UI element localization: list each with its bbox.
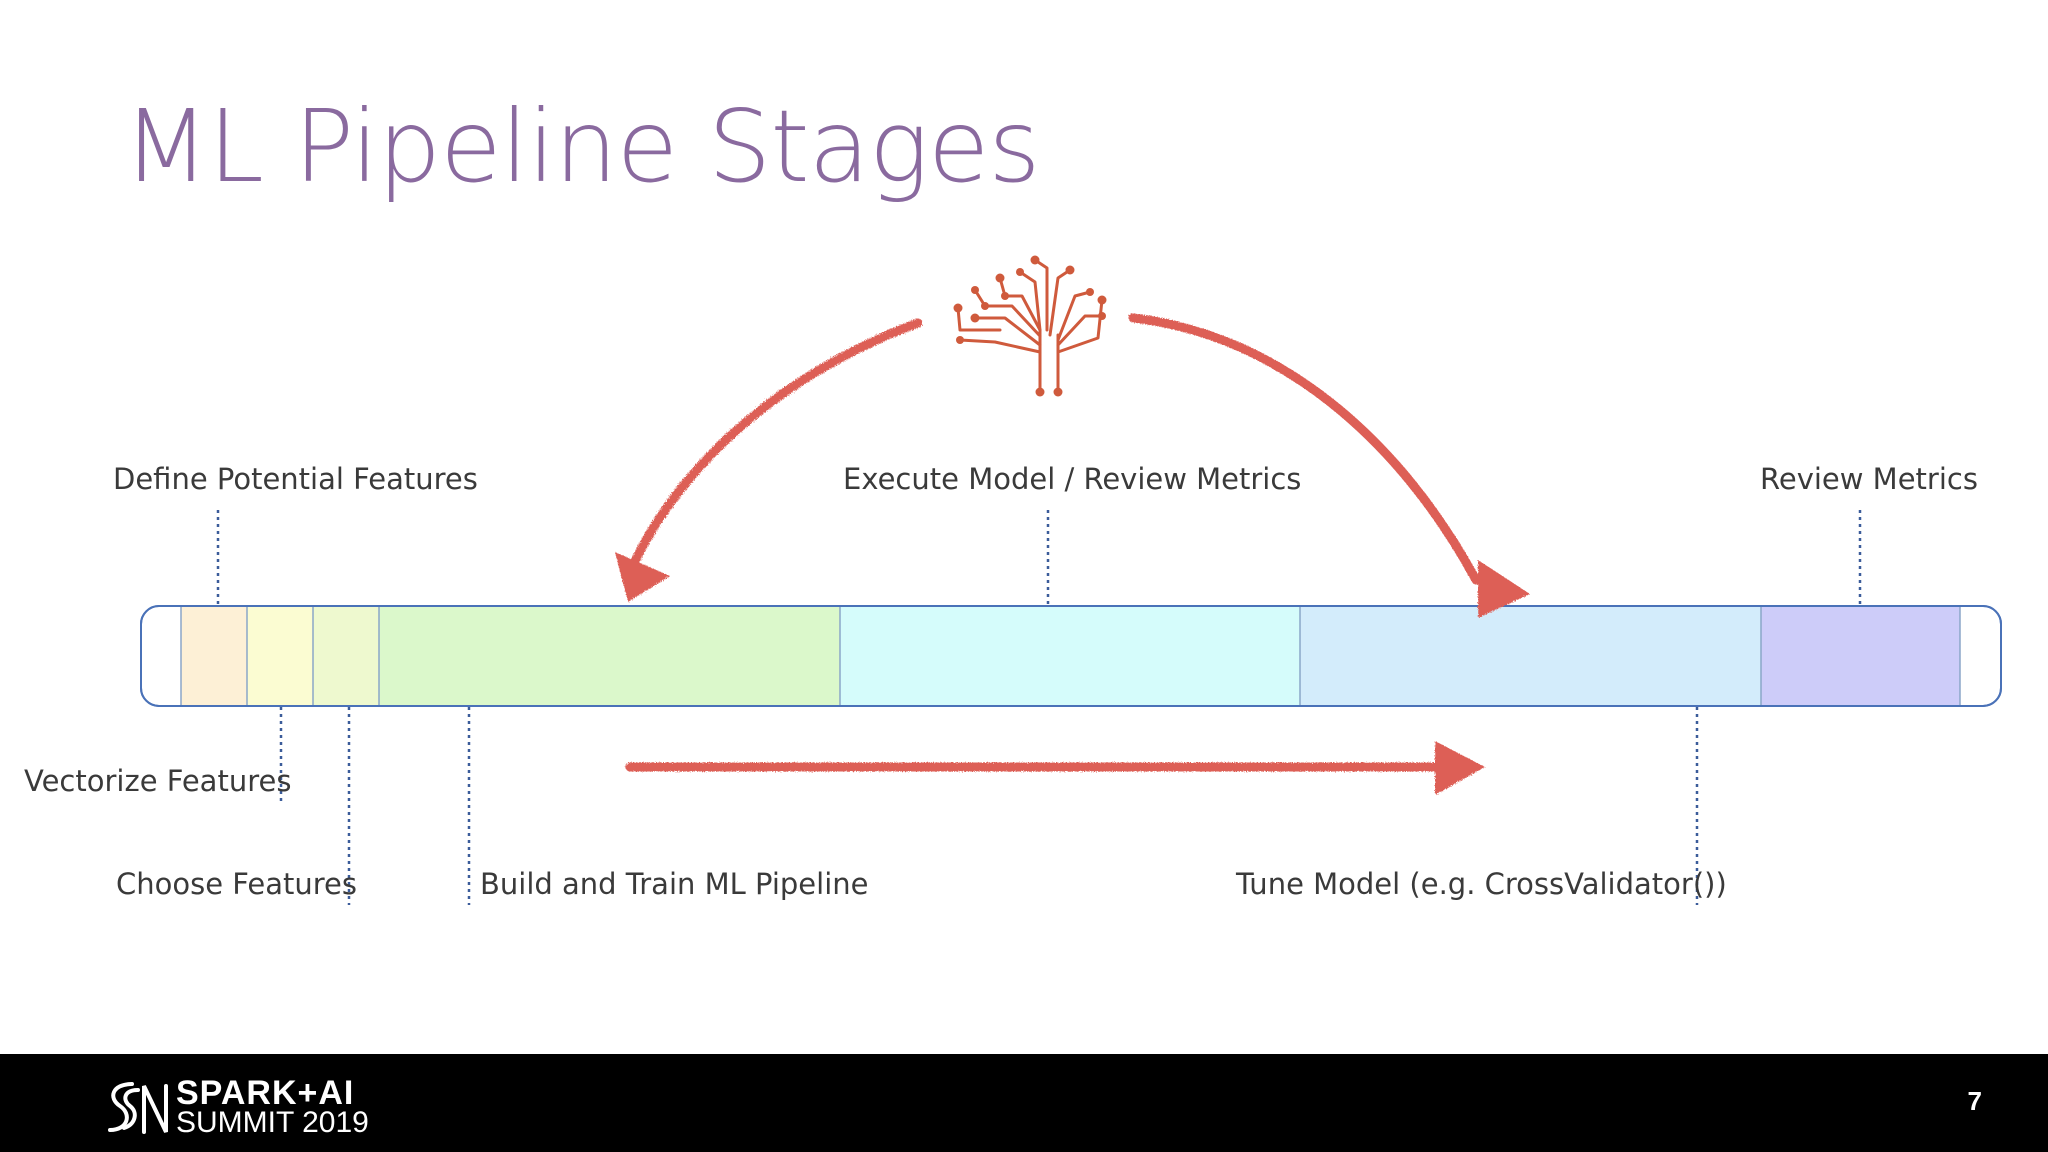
pipeline-segments (181, 607, 1960, 705)
label-vectorize-features: Vectorize Features (24, 764, 292, 798)
brain-circuit-nodes (953, 255, 1107, 397)
label-review-metrics: Review Metrics (1760, 462, 1978, 496)
arc-arrow-right (1128, 313, 1481, 585)
arc-arrow-left-head (615, 552, 670, 602)
logo-text-spark-ai: SPARK+AI (176, 1074, 355, 1112)
page-number: 7 (1967, 1086, 1982, 1116)
label-build-train-pipeline: Build and Train ML Pipeline (480, 867, 869, 901)
segment-tune-model (1300, 607, 1761, 705)
spark-logo-icon (108, 1082, 168, 1134)
segment-execute-model (840, 607, 1300, 705)
segment-define-features (181, 607, 247, 705)
arc-arrow-right-head (1478, 560, 1530, 618)
label-define-potential-features: Define Potential Features (113, 462, 478, 496)
footer-bar: SPARK+AI SUMMIT 2019 7 (0, 1054, 2048, 1152)
slide-title: ML Pipeline Stages (123, 88, 1041, 205)
label-execute-review-metrics: Execute Model / Review Metrics (843, 462, 1302, 496)
arrows (615, 313, 1530, 795)
arc-arrow-left (625, 318, 923, 577)
segment-build-train (379, 607, 840, 705)
brain-circuit-icon (956, 258, 1104, 394)
segment-choose-features (313, 607, 379, 705)
segment-vectorize-features (247, 607, 313, 705)
label-tune-model: Tune Model (e.g. CrossValidator()) (1236, 867, 1727, 901)
straight-arrow-head (1435, 741, 1485, 795)
label-choose-features: Choose Features (116, 867, 357, 901)
logo-text-summit: SUMMIT 2019 (176, 1106, 369, 1139)
segment-review-metrics (1761, 607, 1960, 705)
segment-dividers (180, 607, 1961, 705)
leader-lines (216, 510, 1862, 905)
pipeline-diagram (140, 255, 2002, 905)
